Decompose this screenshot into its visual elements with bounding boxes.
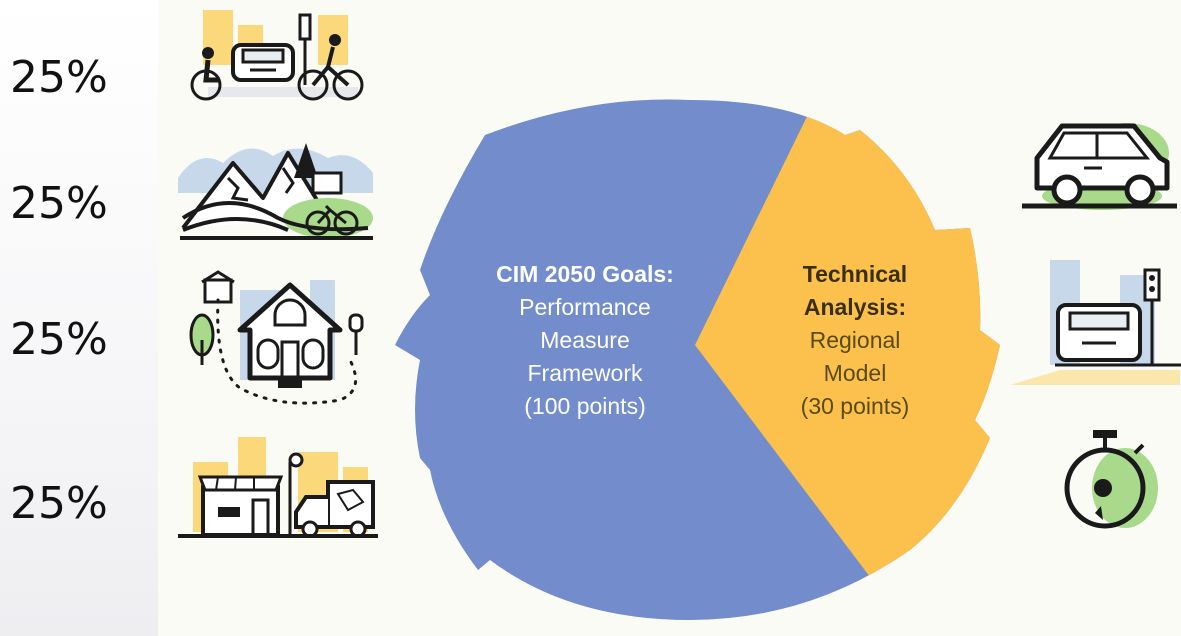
- percentage-label-4: 25%: [10, 478, 108, 529]
- goals-label: CIM 2050 Goals: Performance Measure Fram…: [450, 258, 720, 423]
- percentage-label-1: 25%: [10, 52, 108, 103]
- percentage-label-2: 25%: [10, 178, 108, 229]
- technical-segment: [695, 99, 1000, 620]
- car-icon: [1022, 118, 1177, 213]
- technical-label: Technical Analysis: Regional Model (30 p…: [760, 258, 950, 423]
- stopwatch-icon: [1055, 428, 1165, 538]
- storefront-delivery-icon: [178, 432, 378, 542]
- technical-line-3: (30 points): [800, 393, 910, 419]
- goals-line-4: (100 points): [524, 393, 646, 419]
- street-safety-icon: [178, 5, 368, 105]
- percentage-label-3: 25%: [10, 314, 108, 365]
- mountain-cycling-icon: [178, 138, 378, 243]
- goals-line-3: Framework: [527, 360, 643, 386]
- technical-title-2: Analysis:: [803, 294, 907, 320]
- technical-line-1: Regional: [809, 327, 901, 353]
- goals-line-2: Measure: [540, 327, 630, 353]
- goals-title: CIM 2050 Goals:: [496, 261, 674, 287]
- traffic-car-icon: [1000, 255, 1181, 395]
- technical-line-2: Model: [823, 360, 887, 386]
- starburst-diagram: [395, 99, 1000, 620]
- technical-title-1: Technical: [802, 261, 908, 287]
- left-panel: 25% 25% 25% 25%: [0, 0, 158, 636]
- house-neighborhood-icon: [180, 270, 370, 415]
- goals-line-1: Performance: [519, 294, 651, 320]
